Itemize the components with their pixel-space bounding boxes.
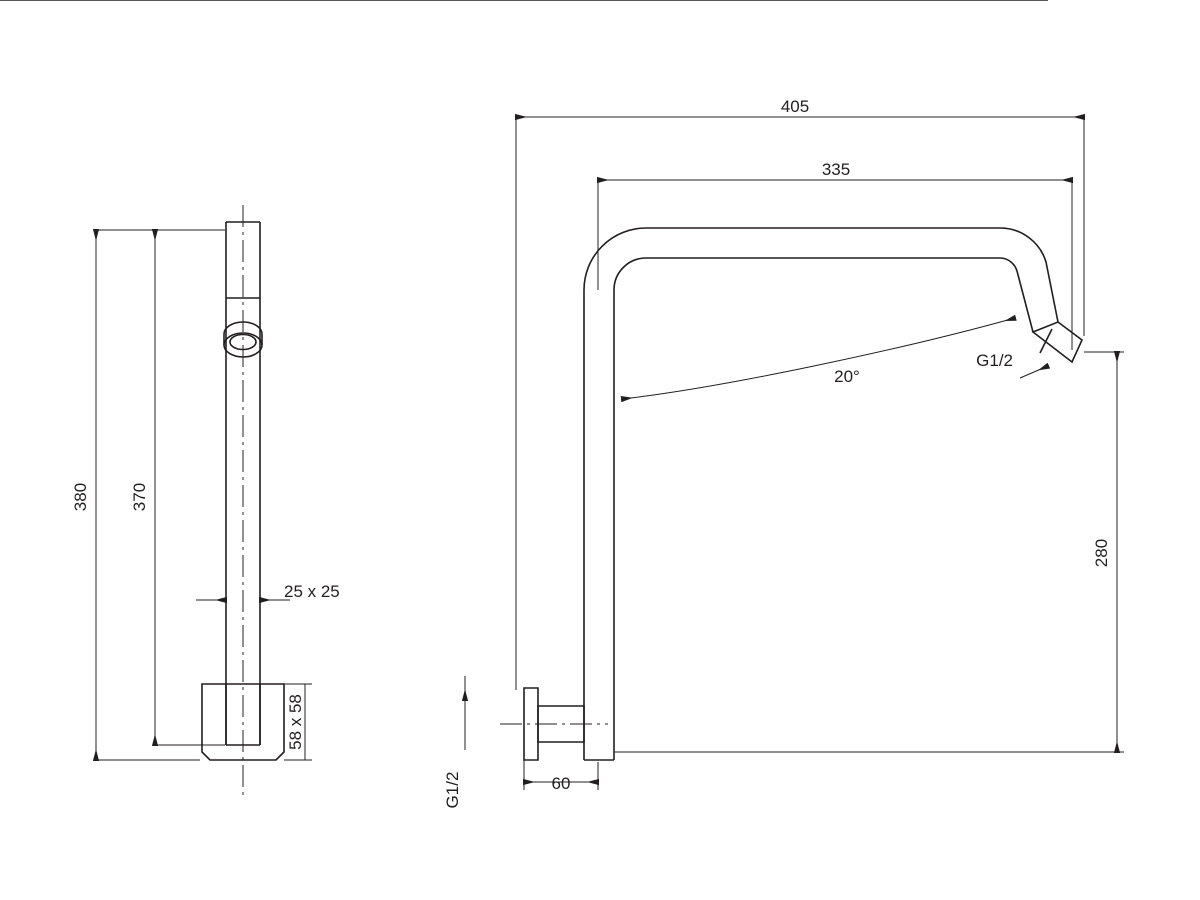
dim-20deg-leader (620, 314, 1017, 403)
label-overall-height: 380 (71, 483, 90, 511)
front-view-arm-inner (613, 257, 1034, 760)
front-view-inlet-body (537, 705, 585, 743)
label-wall-offset: 60 (552, 774, 571, 793)
outlet-thread-leader (1019, 362, 1051, 379)
front-view-group (0, 0, 1124, 790)
label-arm-height: 370 (130, 483, 149, 511)
label-arm-section: 25 x 25 (284, 582, 340, 601)
front-view-outlet-face (1039, 328, 1053, 354)
label-base-plate: 58 x 58 (286, 694, 305, 750)
side-view-ring-top (223, 321, 263, 335)
front-view-wall-flange (523, 687, 539, 761)
label-drop-height: 280 (1092, 539, 1111, 567)
label-overall-reach: 405 (781, 97, 809, 116)
front-view-arm-outer (583, 227, 1059, 760)
side-view-tube (225, 221, 261, 745)
side-view-outlet-bore (229, 333, 257, 351)
label-inlet-thread: G1/2 (443, 772, 462, 809)
side-view-group (92, 205, 312, 795)
label-outlet-angle: 20° (834, 367, 860, 386)
side-view-base-collar (225, 684, 261, 746)
label-inner-reach: 335 (822, 160, 850, 179)
label-outlet-thread: G1/2 (976, 351, 1013, 370)
front-view-outlet-head (1031, 321, 1083, 364)
